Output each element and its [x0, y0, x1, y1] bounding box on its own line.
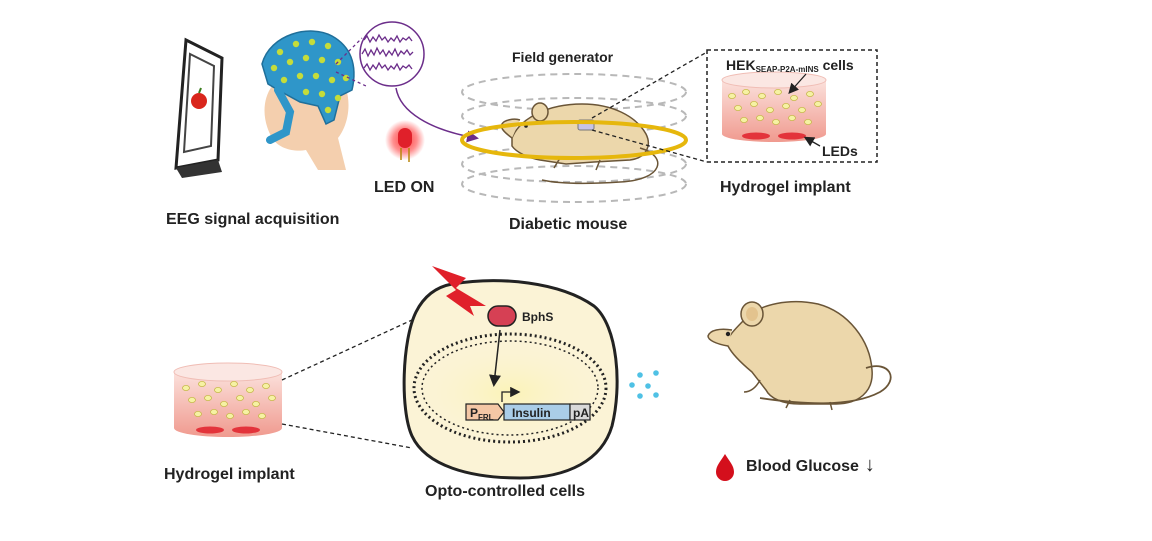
cells-label: HEKSEAP-P2A-mINS cells: [726, 57, 854, 74]
implant-caption-top: Hydrogel implant: [720, 179, 851, 196]
insulin-label: Insulin: [512, 406, 551, 420]
field-generator-label: Field generator: [512, 49, 614, 65]
mouse-icon-bottom: [707, 300, 892, 411]
hydrogel-implant-bottom: [173, 362, 283, 437]
bphs-label: BphS: [522, 310, 553, 324]
arrow-down-icon: ↓: [865, 454, 875, 476]
tablet-apple-icon: [174, 37, 224, 178]
implant-zoom-box: [706, 49, 878, 163]
promoter-label: PFRL: [470, 406, 494, 422]
eeg-wave-icon: [335, 21, 425, 87]
implant-caption-bottom: Hydrogel implant: [164, 466, 295, 483]
gene-construct: PFRL Insulin pA: [465, 386, 591, 422]
field-generator-active-ring: [460, 120, 688, 160]
eeg-caption: EEG signal acquisition: [166, 211, 339, 228]
leds-label: LEDs: [822, 143, 858, 159]
bphs-protein: [487, 305, 517, 327]
blood-drop-icon: [716, 454, 734, 481]
lightning-icon: [432, 266, 486, 316]
mouse-caption: Diabetic mouse: [509, 216, 627, 233]
hydrogel-implant-top: [721, 71, 827, 147]
eeg-cap-icon: [261, 30, 355, 171]
glucose-label: Blood Glucose↓: [746, 454, 875, 476]
insulin-secretion-dots: [629, 370, 659, 399]
field-generator-rings: [461, 73, 687, 203]
pa-label: pA: [573, 406, 589, 420]
cells-caption: Opto-controlled cells: [425, 483, 585, 500]
mouse-icon: [500, 102, 659, 185]
led-on-label: LED ON: [374, 179, 434, 196]
nucleus: [412, 332, 608, 444]
led-icon: [385, 120, 425, 162]
